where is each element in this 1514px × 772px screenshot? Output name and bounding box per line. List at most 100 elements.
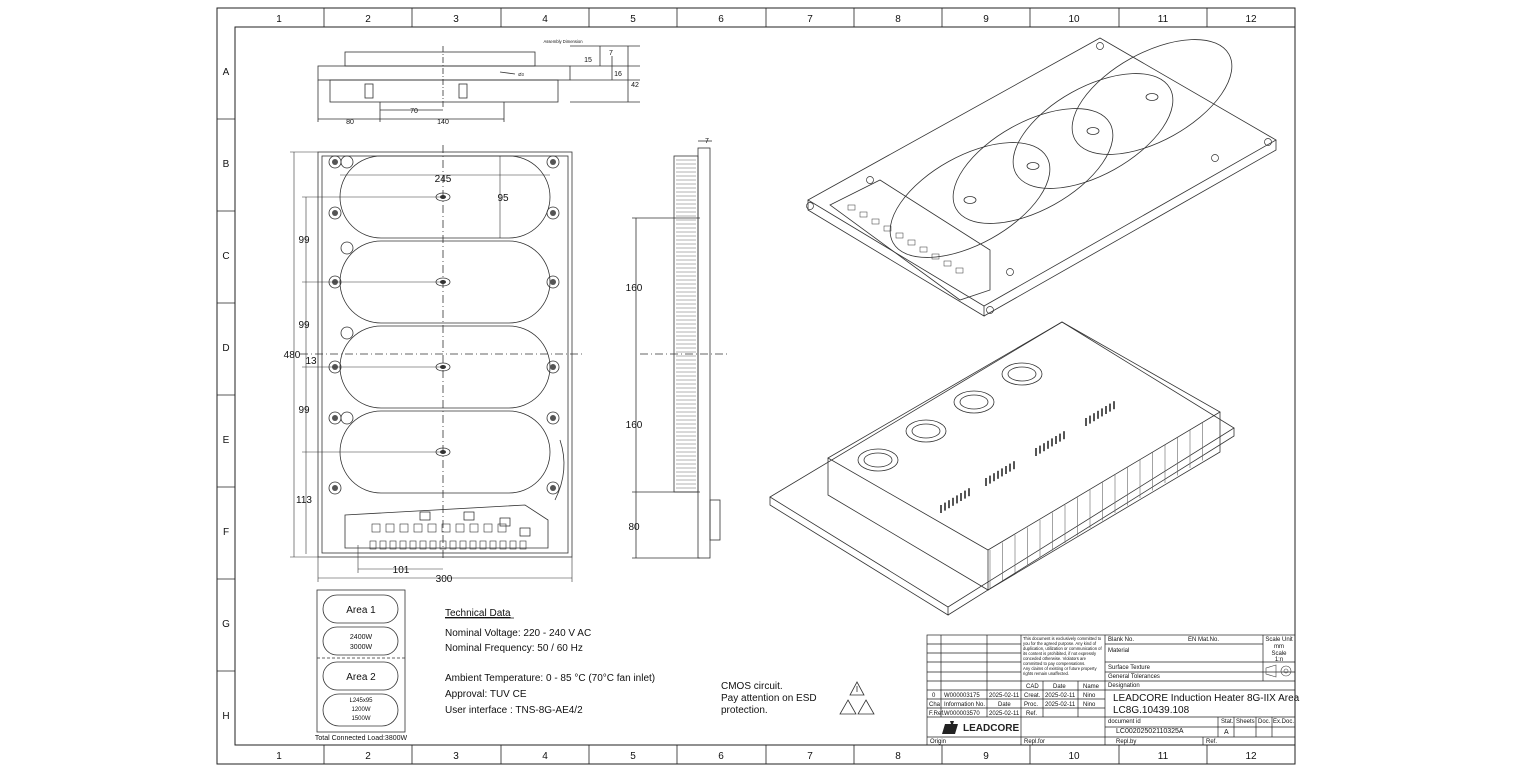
stat-value: A [1224,729,1229,736]
side-view [632,140,728,559]
dim-80-side: 80 [628,522,640,533]
screw [546,275,560,289]
iso-bottom-heatsink-fins [940,401,1203,588]
col-label-6: 6 [718,14,724,25]
information-no-label: Information No. [944,702,985,708]
side-view-heatsink-fins [676,159,696,489]
dim-160-2: 160 [626,420,643,431]
proc-label: Proc. [1024,702,1038,708]
pcb-component [455,523,465,533]
dim-7-side: 7 [705,138,709,145]
col-label-2: 2 [365,14,371,25]
front-view-screws [328,155,560,495]
scale-unit-label: Scale Unit [1265,637,1293,643]
col-label-9: 9 [983,14,989,25]
row-label-c: C [222,251,229,262]
vent-slot [956,495,958,504]
surface-texture-label: Surface Texture [1108,665,1151,671]
screw-center [550,210,556,216]
vent-slot [1039,445,1041,454]
vent-slot [1043,443,1045,452]
esd-note: CMOS circuit. Pay attention on ESD prote… [721,681,875,716]
vent-slot [1101,408,1103,417]
vent-slot [1009,463,1011,472]
sheets-label: Sheets [1236,719,1255,725]
esd-line-3: protection. [721,705,768,716]
screw [328,206,342,220]
esd-line-2: Pay attention on ESD [721,693,817,704]
pcb-component [483,523,493,533]
pcb-component [439,540,447,550]
creat-label: Creat. [1024,693,1041,699]
pcb-component [469,523,479,533]
col-label-8-bottom: 8 [895,751,901,762]
dim-99-1: 99 [298,235,310,246]
doc-label: Doc. [1258,719,1271,725]
mount-hole [340,411,354,425]
pcb-component [369,540,377,550]
vent-slot [989,475,991,484]
iso-coil-center [1026,162,1040,170]
front-view-dim-lines [290,151,573,582]
vent-slot [952,497,954,506]
nominal-voltage: Nominal Voltage: 220 - 240 V AC [445,628,591,639]
vent-slot [985,478,987,486]
rev-date: 2025-02-11 [989,693,1020,699]
leadcore-logo: LEADCORE [942,721,1019,734]
vent-slot [997,470,999,479]
creat-date: 2025-02-11 [1045,693,1076,699]
vent-slot [964,490,966,499]
vent-slot [960,493,962,501]
col-label-3: 3 [453,14,459,25]
pcb-component [413,523,423,533]
iso-coil-center [1086,127,1100,135]
area-2-power-2: 1500W [351,716,370,722]
vent-slot [1035,448,1037,456]
row-label-b: B [223,159,230,170]
designation-label: Designation [1108,683,1140,689]
rev-index: 0 [932,693,936,699]
title-block-text: This document is exclusively committed t… [929,636,1300,745]
title-block [926,634,1296,746]
screw-center [332,485,338,491]
scale-label: Scale [1271,651,1287,657]
pcb-component [371,523,381,533]
col-label-12-bottom: 12 [1245,751,1257,762]
pcb-component [489,540,497,550]
rev-number: W000003175 [944,693,980,699]
repl-for-label: Repl.for [1024,739,1045,745]
iso-pcb-component [847,204,856,211]
screw [546,411,560,425]
front-view-dimensions: 245 95 99 99 99 113 480 13 101 300 [284,174,509,585]
col-label-9-bottom: 9 [983,751,989,762]
row-label-d: D [222,343,229,354]
area-2-label: Area 2 [346,672,376,683]
dim-80: 80 [346,119,354,126]
scale-unit-value: mm [1274,644,1284,650]
notice-line-4: its content is prohibited, if not expres… [1023,651,1097,656]
dim-95: 95 [497,193,509,204]
column-labels-bottom: 1 2 3 4 5 6 7 8 9 10 11 12 [276,751,1257,762]
iso-screw [866,176,874,184]
top-view-dimensions: Assembly Dimension 80 70 140 7 15 16 42 … [346,39,639,126]
screw-center [550,485,556,491]
document-id-label: document id [1108,719,1141,725]
col-label-11: 11 [1158,14,1169,25]
material-label: Material [1108,648,1129,654]
area-legend [316,589,406,733]
technical-data-heading: Technical Data [445,608,511,619]
pcb-component [419,540,427,550]
iso-screw [1006,268,1014,276]
iso-pcb-component [919,246,928,253]
ref-label-2: Ref. [1206,739,1217,745]
dim-245: 245 [435,174,452,185]
f-ref-label: F.Ref. [929,711,945,717]
screw [546,481,560,495]
screw [546,155,560,169]
vent-slot [940,505,942,513]
col-label-1: 1 [276,14,282,25]
col-label-10-bottom: 10 [1068,751,1080,762]
screw [328,481,342,495]
column-grid [323,8,1208,764]
dim-dia-3: Ø3 [518,72,524,77]
